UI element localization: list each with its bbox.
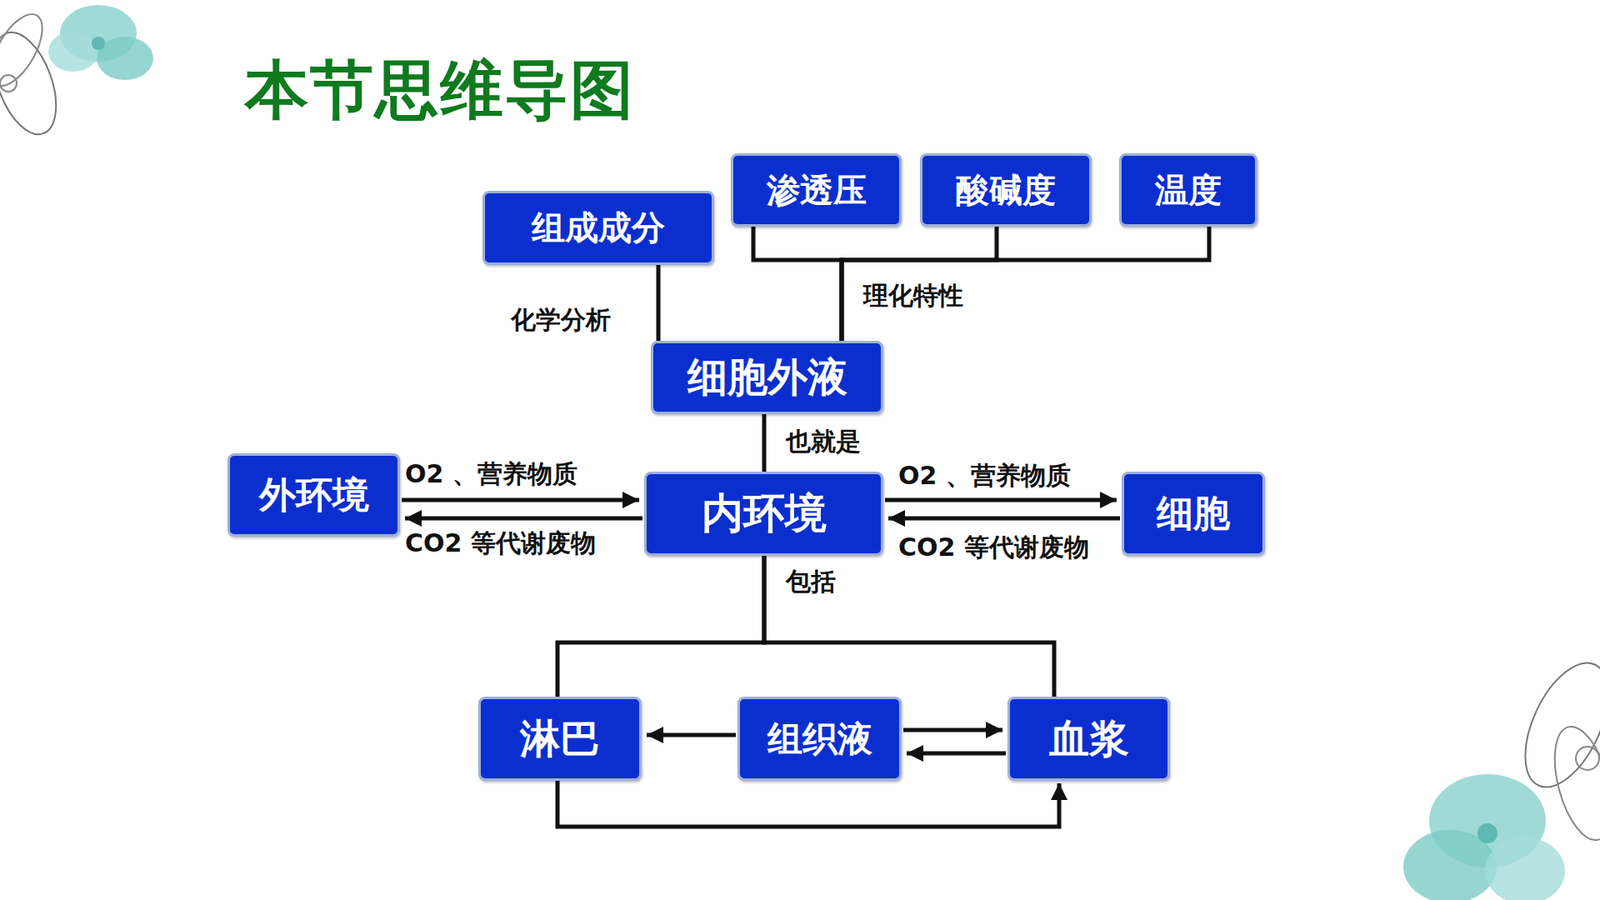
box-text: 血浆 [1049, 712, 1130, 766]
concept-box: 组成成分 [482, 190, 715, 265]
box-text: 组成成分 [531, 205, 665, 251]
connector-line [405, 516, 643, 521]
edge-label: 理化特性 [863, 279, 964, 314]
concept-box: 温度 [1119, 153, 1258, 227]
connector-line [764, 555, 1055, 697]
connector-line [557, 780, 1060, 827]
box-text: 渗透压 [766, 167, 867, 214]
box-text: 酸碱度 [955, 167, 1056, 214]
box-text: 细胞 [1156, 489, 1230, 539]
concept-box: 渗透压 [730, 153, 902, 227]
concept-box: 组织液 [737, 696, 902, 781]
box-text: 组织液 [767, 715, 873, 763]
edge-label: O2 、营养物质 [898, 459, 1071, 494]
edge-label: CO2 等代谢废物 [898, 530, 1090, 565]
concept-box: 血浆 [1007, 696, 1170, 781]
connector-line [888, 516, 1120, 521]
connector-line [906, 751, 1006, 756]
connector-line [841, 226, 1210, 341]
connector-line [646, 733, 736, 738]
connector-line [401, 498, 640, 503]
edge-group [401, 226, 1210, 827]
concept-box: 淋巴 [478, 696, 642, 781]
concept-box: 细胞外液 [650, 340, 884, 415]
connector-line [841, 226, 997, 341]
connector-line [762, 414, 767, 472]
connector-line [885, 498, 1117, 503]
concept-box: 细胞 [1121, 471, 1265, 556]
connector-line [557, 555, 765, 697]
box-text: 外环境 [259, 470, 370, 520]
box-text: 淋巴 [520, 712, 600, 766]
flower-decoration [0, 5, 1600, 900]
box-text: 内环境 [701, 485, 827, 542]
connector-line [753, 226, 842, 341]
box-text: 温度 [1155, 167, 1222, 214]
connector-line [656, 265, 661, 341]
concept-box: 酸碱度 [920, 153, 1092, 227]
concept-box: 外环境 [227, 453, 400, 537]
edge-label: 也就是 [785, 425, 861, 460]
connector-line [903, 728, 1003, 733]
box-text: 细胞外液 [687, 350, 848, 405]
edge-label: 包括 [785, 565, 836, 600]
edge-label: O2 、营养物质 [405, 457, 578, 492]
edge-label: CO2 等代谢废物 [405, 526, 596, 561]
diagram-title: 本节思维导图 [245, 48, 635, 135]
edge-label: 化学分析 [510, 303, 611, 338]
concept-box: 内环境 [644, 471, 884, 556]
